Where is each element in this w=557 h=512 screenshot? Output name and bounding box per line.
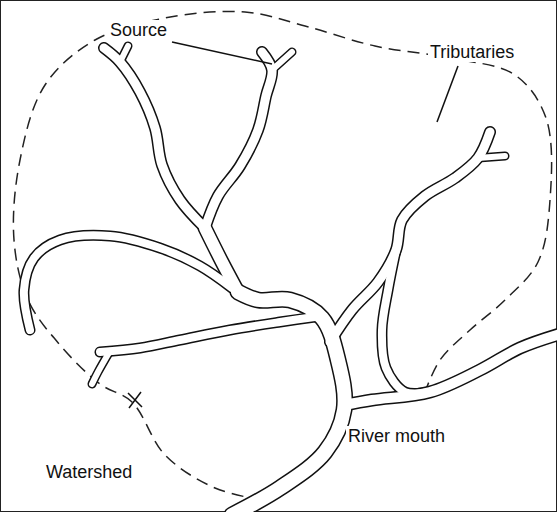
river-channel	[120, 46, 128, 62]
river-channel	[330, 132, 490, 342]
river-channel	[24, 235, 232, 330]
river-channel	[205, 52, 272, 228]
watershed-line	[13, 11, 551, 500]
tributaries-label: Tributaries	[428, 42, 516, 62]
tributaries-leader	[437, 66, 458, 122]
river-channel	[104, 48, 205, 228]
river-channel	[344, 334, 557, 405]
river-bank	[205, 52, 272, 228]
river-channel	[92, 351, 110, 384]
river-bank	[100, 316, 322, 352]
river-bank	[104, 48, 205, 228]
source-label: Source	[108, 20, 169, 40]
river-banks	[24, 46, 557, 512]
river-mouth-label: River mouth	[346, 426, 447, 446]
river-bank	[120, 46, 128, 62]
watershed-cross-mark	[128, 392, 142, 408]
river-bank	[92, 351, 110, 384]
leader-lines	[128, 42, 458, 408]
river-bank	[272, 52, 292, 70]
watershed-boundary	[13, 11, 551, 500]
river-bank	[344, 334, 557, 405]
river-channel	[478, 156, 505, 158]
river-bank	[24, 235, 232, 330]
river-water	[24, 46, 557, 512]
watershed-label: Watershed	[44, 462, 134, 482]
river-channel	[382, 250, 430, 394]
source-leader	[172, 42, 272, 64]
river-bank	[382, 250, 430, 394]
river-channel	[272, 52, 292, 70]
river-channel	[100, 316, 322, 352]
river-bank	[330, 132, 490, 342]
river-bank	[478, 156, 505, 158]
